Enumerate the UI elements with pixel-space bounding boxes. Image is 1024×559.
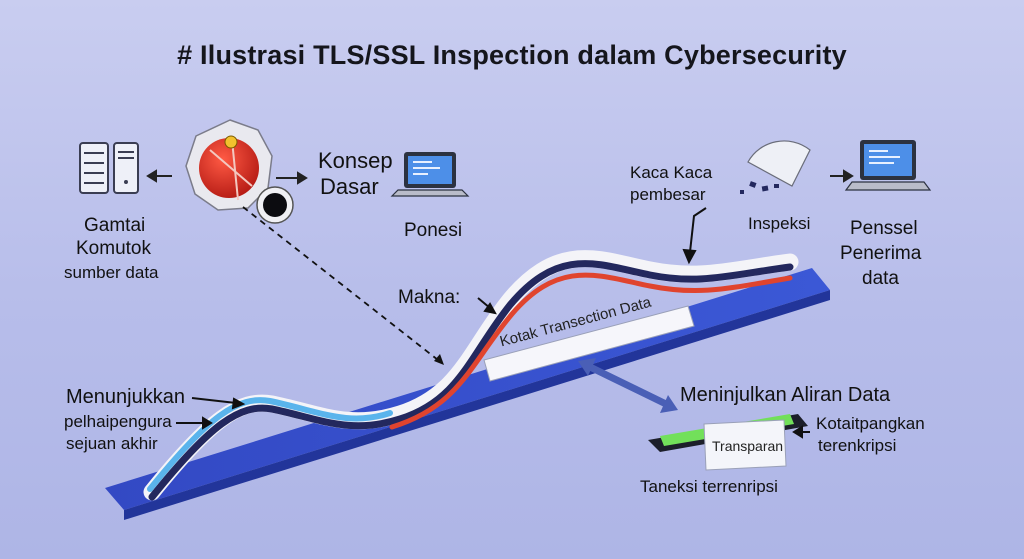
magnifier-label-2: pembesar <box>630 185 706 204</box>
magnifier-fan-icon <box>740 140 811 194</box>
encrypted-note-2: terenkripsi <box>818 436 897 455</box>
bottom-caption: Taneksi terrenripsi <box>640 477 778 496</box>
arrow-to-concept-icon <box>276 171 308 185</box>
page-title: # Ilustrasi TLS/SSL Inspection dalam Cyb… <box>177 40 847 70</box>
receiver-label-3: data <box>862 268 899 289</box>
encrypted-note-1: Kotaitpangkan <box>816 414 925 433</box>
flow-double-arrow-icon <box>578 358 678 413</box>
arrow-to-receiver-icon <box>830 169 854 183</box>
dashed-connector <box>242 206 444 365</box>
source-label-3: sumber data <box>64 263 159 282</box>
ponesi-label: Ponesi <box>404 220 463 241</box>
data-stream <box>143 250 799 501</box>
magnifier-label-1: Kaca Kaca <box>630 163 713 182</box>
transparan-label: Transparan <box>712 438 784 454</box>
receiver-laptop-icon <box>844 140 932 191</box>
encrypted-card <box>648 414 808 471</box>
left-note-2: pelhaipengura <box>64 412 172 431</box>
receiver-label-1: Penssel <box>850 218 918 239</box>
arrow-to-card <box>792 425 810 439</box>
arrow-to-server-icon <box>146 169 172 183</box>
source-label-1: Gamtai <box>84 215 146 236</box>
inspeksi-label: Inspeksi <box>748 214 811 233</box>
arrow-left-note-2 <box>176 416 213 430</box>
arrow-makna <box>477 297 497 315</box>
transaction-box <box>483 305 695 382</box>
arrow-left-note-1 <box>191 397 246 410</box>
source-label-2: Komutok <box>76 238 151 259</box>
lens-disc-icon <box>256 186 294 224</box>
concept-label-1: Konsep <box>318 148 393 173</box>
left-note-1: Menunjukkan <box>66 386 185 408</box>
security-shield-icon <box>185 119 273 211</box>
server-icon <box>79 142 139 194</box>
receiver-label-2: Penerima <box>840 243 922 264</box>
left-note-3: sejuan akhir <box>66 434 158 453</box>
makna-label: Makna: <box>398 287 461 308</box>
concept-label-2: Dasar <box>320 174 379 199</box>
laptop-icon <box>390 152 470 197</box>
arrow-inspect-down <box>682 207 707 265</box>
flow-label: Meninjulkan Aliran Data <box>680 384 891 406</box>
